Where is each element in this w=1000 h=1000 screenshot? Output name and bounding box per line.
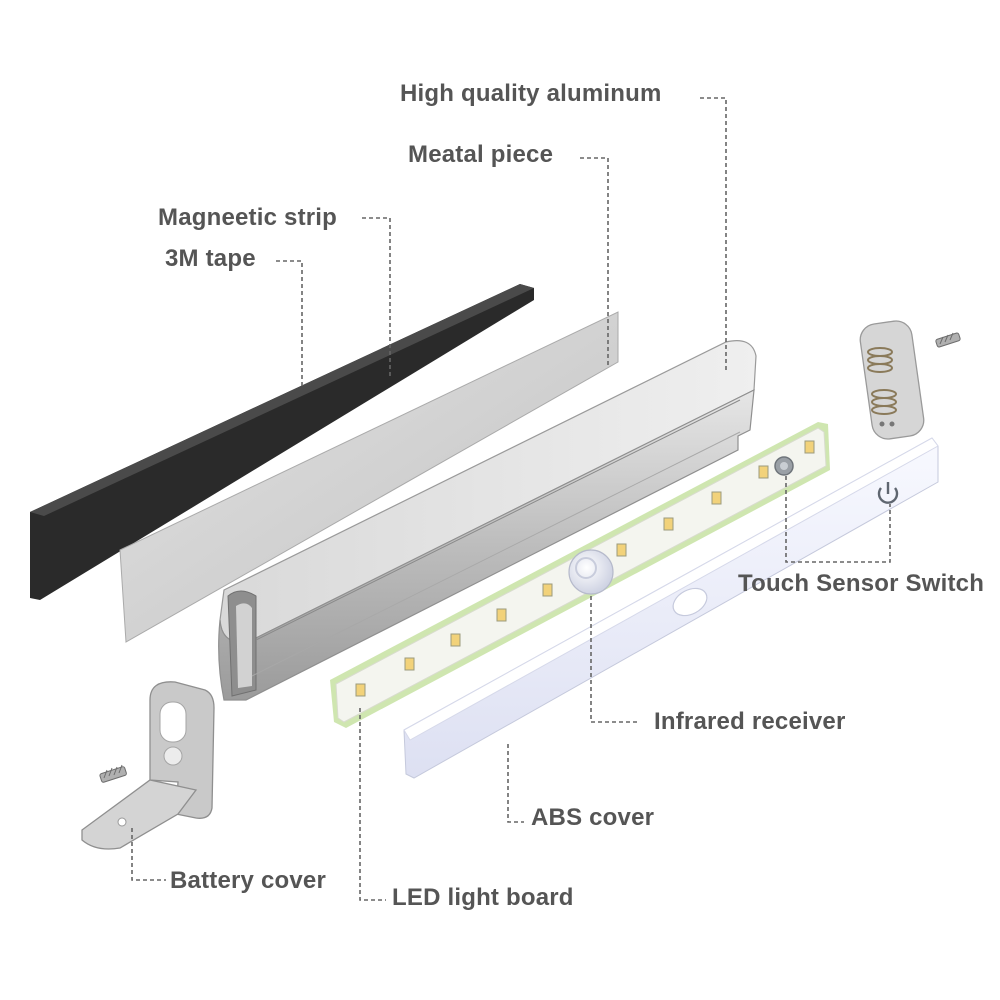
spring-icon [867, 347, 897, 415]
screw-icon [935, 332, 961, 348]
label-abs-cover: ABS cover [531, 804, 655, 831]
touch-sensor-icon [774, 456, 794, 476]
label-led-board: LED light board [392, 884, 574, 911]
aluminum-profile-part [218, 340, 757, 701]
led-board-part [330, 422, 830, 728]
label-metal-piece: Meatal piece [408, 141, 554, 168]
label-aluminum: High quality aluminum [400, 80, 662, 107]
battery-cover-part [81, 681, 215, 850]
leader-touch-switch [785, 476, 891, 563]
magnetic-strip-part [30, 284, 534, 600]
leader-infrared [590, 596, 640, 723]
infrared-receiver-icon [568, 549, 614, 595]
label-touch-switch: Touch Sensor Switch [738, 570, 985, 597]
metal-piece-part [119, 311, 619, 643]
abs-cover-part [403, 437, 939, 779]
leader-aluminum [700, 97, 727, 370]
leader-battery-cover [131, 828, 166, 881]
leader-magnetic-strip [362, 217, 391, 378]
screw-icon [99, 764, 127, 783]
leader-led-board [359, 708, 386, 901]
leader-metal-piece [580, 157, 609, 366]
spring-contact-part [859, 320, 961, 440]
led-chips [355, 440, 815, 697]
label-battery-cover: Battery cover [170, 867, 327, 894]
power-icon [877, 482, 899, 504]
leader-tape [276, 260, 303, 386]
leader-lines [131, 97, 891, 901]
leader-abs-cover [507, 744, 524, 823]
label-infrared: Infrared receiver [654, 708, 846, 735]
label-tape: 3M tape [165, 245, 256, 272]
label-magnetic-strip: Magneetic strip [158, 204, 338, 231]
